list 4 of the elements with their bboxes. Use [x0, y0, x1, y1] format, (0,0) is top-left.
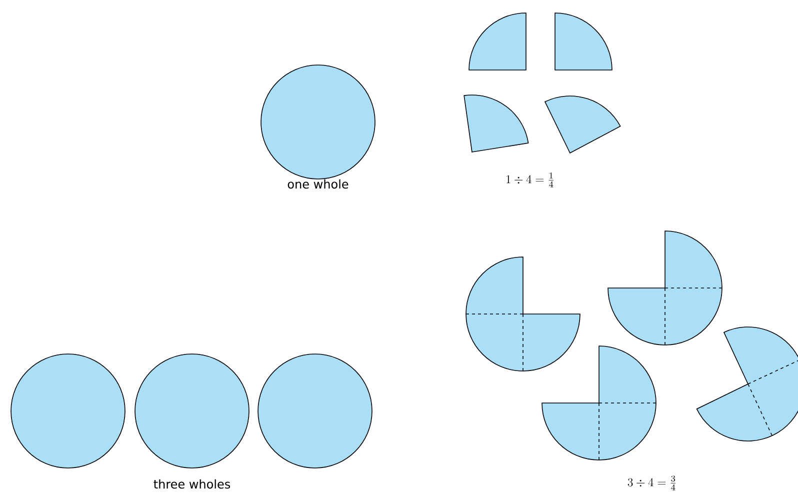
- caption-text: one whole: [288, 179, 348, 189]
- equation: $1 \div 4 = \frac{1}{4}$: [506, 172, 554, 188]
- equation: $3 \div 4 = \frac{3}{4}$: [628, 475, 676, 490]
- caption-text: three wholes: [154, 479, 230, 489]
